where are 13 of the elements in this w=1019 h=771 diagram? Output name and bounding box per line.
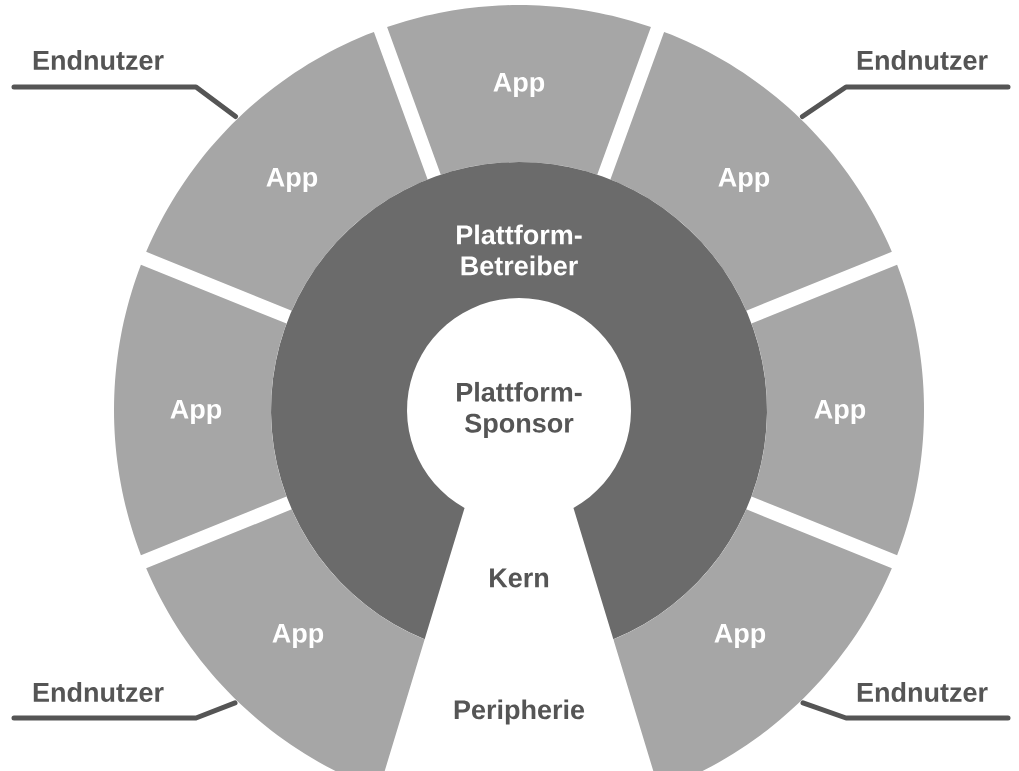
app-segment: App	[751, 264, 924, 556]
circle-label: Plattform- Sponsor	[457, 381, 582, 439]
zone-label: Peripherie	[454, 699, 585, 725]
leader-line	[799, 84, 1011, 119]
zone-label: Kern	[490, 568, 549, 588]
node-label: App	[170, 399, 222, 425]
app-segment: App	[387, 5, 651, 175]
leader-line	[11, 700, 238, 721]
node-label: App	[814, 399, 866, 425]
app-segment: App	[114, 264, 287, 556]
node-label: App	[493, 72, 545, 98]
leader-line	[11, 84, 239, 119]
leader-line	[800, 700, 1011, 721]
